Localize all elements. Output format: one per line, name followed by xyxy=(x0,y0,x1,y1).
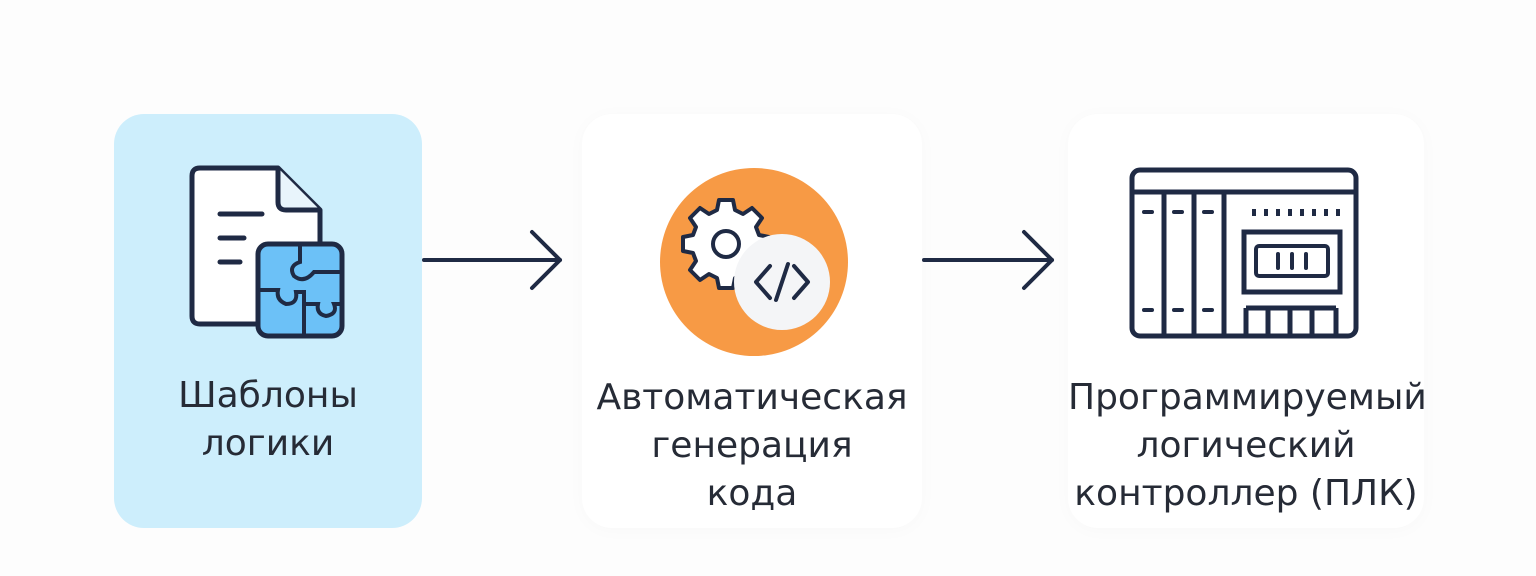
document-puzzle-icon xyxy=(189,165,345,339)
step-label: Шаблоны логики xyxy=(178,375,358,464)
plc-controller-icon xyxy=(1129,167,1359,339)
step-label: Автоматическая генерация кода xyxy=(596,377,908,514)
step-card-plc: Программируемый логический контроллер (П… xyxy=(1068,114,1427,528)
gear-code-icon xyxy=(660,168,848,356)
arrow-right-icon xyxy=(922,230,1054,290)
step-label: Программируемый логический контроллер (П… xyxy=(1068,377,1427,514)
step-card-logic-templates: Шаблоны логики xyxy=(114,114,422,528)
step-card-code-generation: Автоматическая генерация кода xyxy=(582,114,922,528)
arrow-right-icon xyxy=(422,230,562,290)
